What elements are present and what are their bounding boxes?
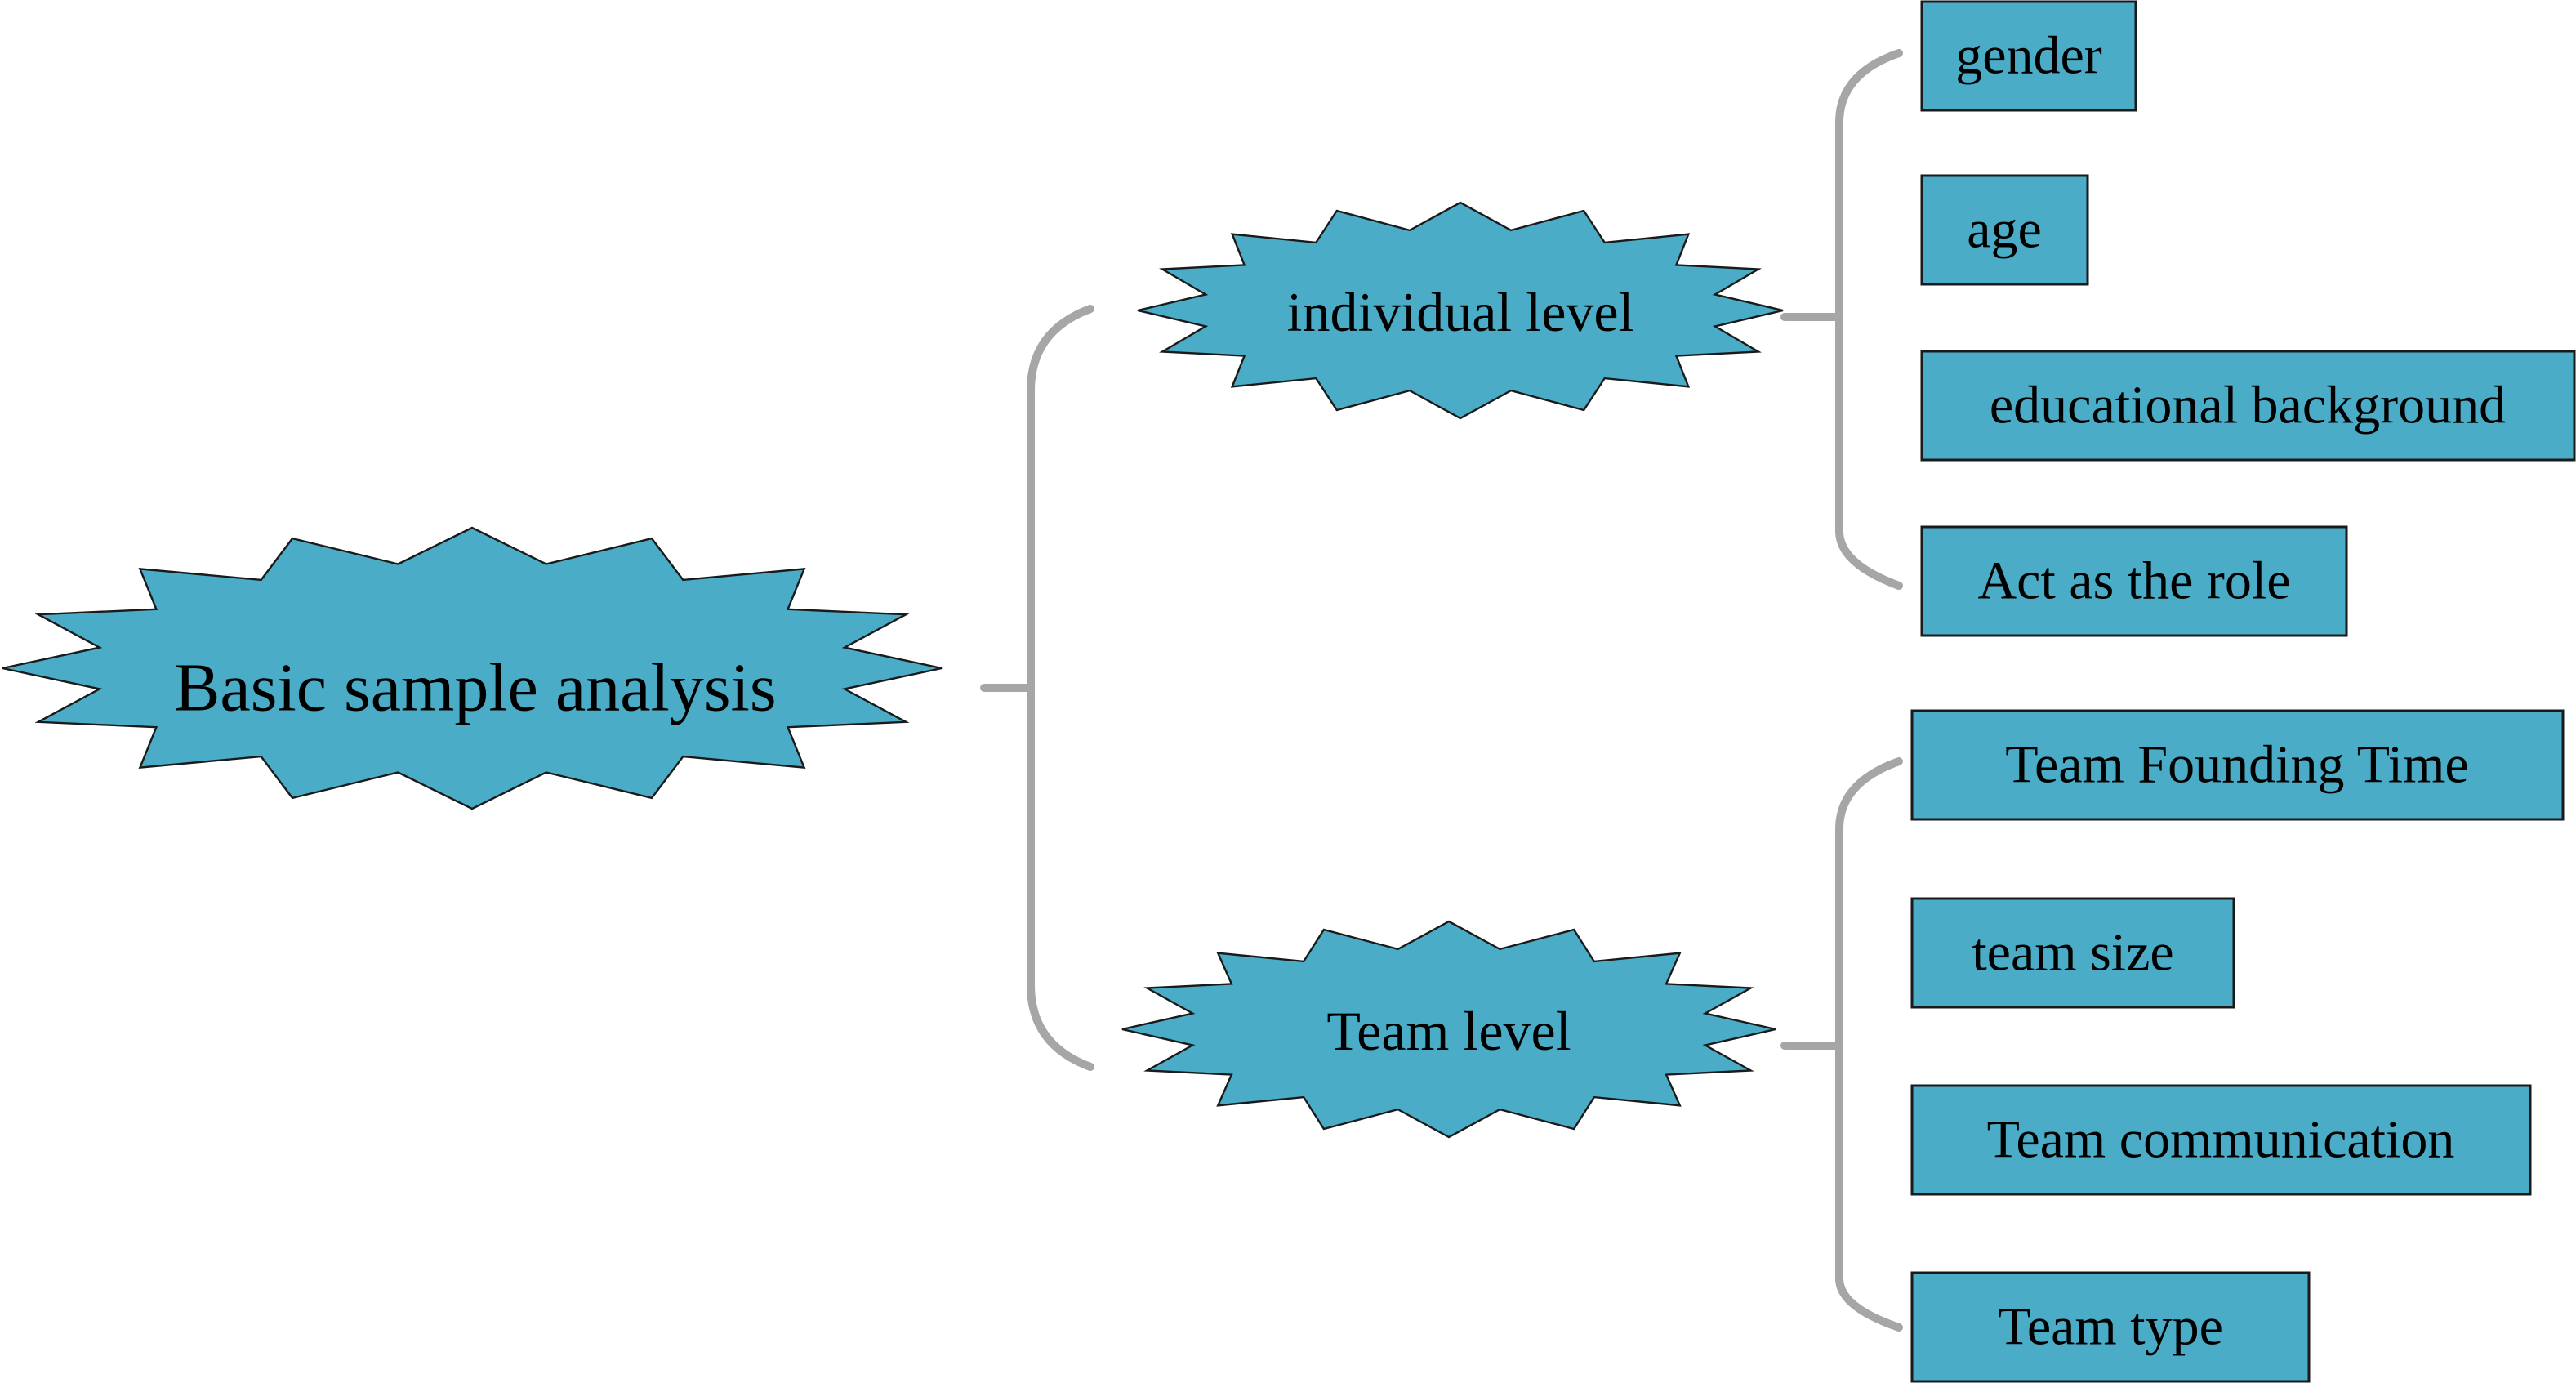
root-bracket — [980, 305, 1094, 1071]
item-box-team-communication: Team communication — [1910, 1084, 2532, 1196]
root-label: Basic sample analysis — [174, 650, 776, 726]
item-box-act-as-the-role: Act as the role — [1920, 525, 2348, 637]
item-box-team-size: team size — [1910, 897, 2235, 1009]
individual-star-shape — [1137, 201, 1784, 420]
individual-bracket — [1780, 49, 1903, 590]
item-box-team-type: Team type — [1910, 1271, 2311, 1383]
item-label: Team Founding Time — [2005, 735, 2468, 795]
item-box-team-founding-time: Team Founding Time — [1910, 709, 2565, 821]
item-label: team size — [1972, 923, 2173, 983]
item-label: gender — [1955, 26, 2102, 86]
item-box-educational-background: educational background — [1920, 350, 2576, 462]
team-star-shape — [1121, 920, 1776, 1139]
item-label: educational background — [1990, 376, 2506, 435]
item-label: Act as the role — [1977, 551, 2290, 611]
connectors — [980, 49, 1903, 1332]
item-box-gender: gender — [1920, 0, 2137, 112]
individual-level-label: individual level — [1287, 281, 1634, 343]
item-label: Team type — [1998, 1297, 2223, 1357]
team-level-label: Team level — [1326, 1000, 1571, 1062]
root-star-shape — [2, 526, 943, 810]
individual-items: gender age educational background Act as… — [1920, 0, 2576, 637]
team-items: Team Founding Time team size Team commun… — [1910, 709, 2565, 1383]
team-bracket — [1780, 757, 1903, 1332]
item-label: Team communication — [1987, 1110, 2455, 1170]
item-box-age: age — [1920, 174, 2089, 286]
item-label: age — [1967, 200, 2042, 260]
